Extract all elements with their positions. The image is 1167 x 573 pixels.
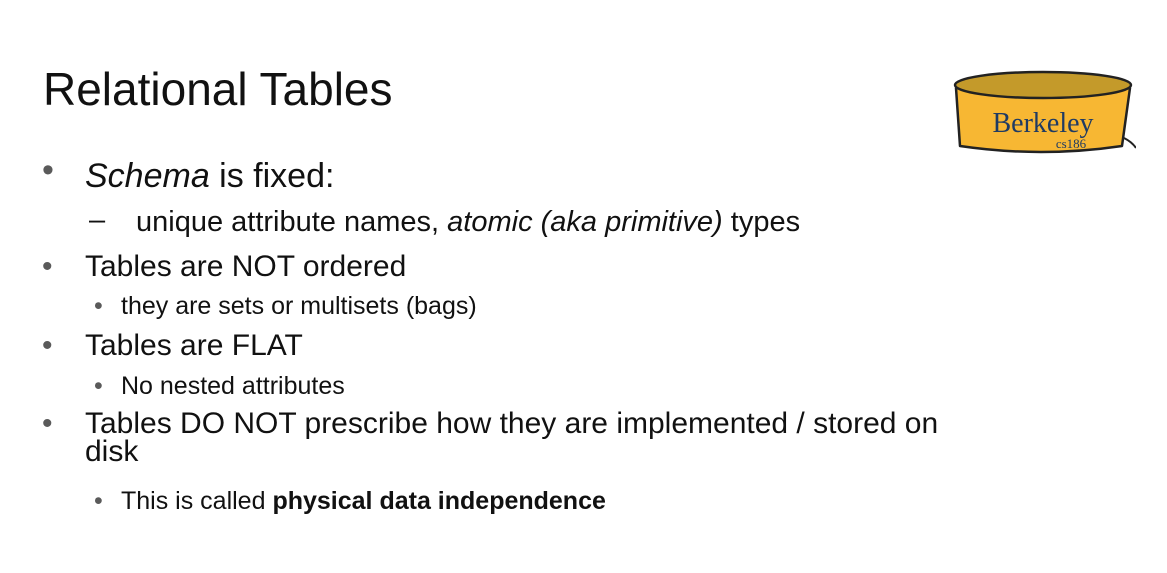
- bullet-dot: •: [94, 292, 103, 320]
- bullet-text: Tables are NOT ordered: [85, 250, 407, 283]
- bullet-text-start: unique attribute names,: [136, 206, 448, 238]
- bullet-dot: •: [42, 329, 53, 362]
- logo-text: Berkeley: [992, 108, 1093, 139]
- bullet-text: Schema is fixed:: [85, 158, 334, 194]
- dash-marker: –: [89, 204, 106, 236]
- bullet-text: they are sets or multisets (bags): [121, 292, 477, 320]
- bullet-text-line2: disk: [85, 435, 139, 468]
- bullet-text-line1: Tables DO NOT prescribe how they are imp…: [85, 407, 939, 440]
- bullet-text: unique attribute names, atomic (aka prim…: [136, 206, 800, 238]
- bullet-dot: •: [42, 250, 53, 283]
- bullet-text: Tables are FLAT: [85, 329, 303, 362]
- bullet-text-em: Schema: [85, 157, 210, 195]
- bullet-dot: •: [94, 487, 103, 515]
- bullet-text: This is called physical data independenc…: [121, 487, 606, 515]
- bullet-dot: •: [94, 372, 103, 400]
- slide-title: Relational Tables: [43, 63, 393, 115]
- bullet-text-rest: is fixed:: [209, 157, 335, 195]
- logo-bucket-rim: [953, 70, 1133, 100]
- bullet-text-em: atomic (aka primitive): [447, 206, 723, 238]
- berkeley-cs186-logo: Berkeley cs186: [953, 70, 1136, 154]
- logo-subtext: cs186: [1056, 136, 1087, 151]
- bullet-text: No nested attributes: [121, 372, 345, 400]
- bullet-dot: •: [42, 407, 53, 440]
- bullet-text-bold: physical data independence: [272, 487, 606, 515]
- logo-bucket-body: [954, 86, 1132, 154]
- bullet-text-end: types: [722, 206, 801, 238]
- bullet-text-start: This is called: [121, 487, 273, 515]
- bullet-dot: •: [42, 151, 54, 189]
